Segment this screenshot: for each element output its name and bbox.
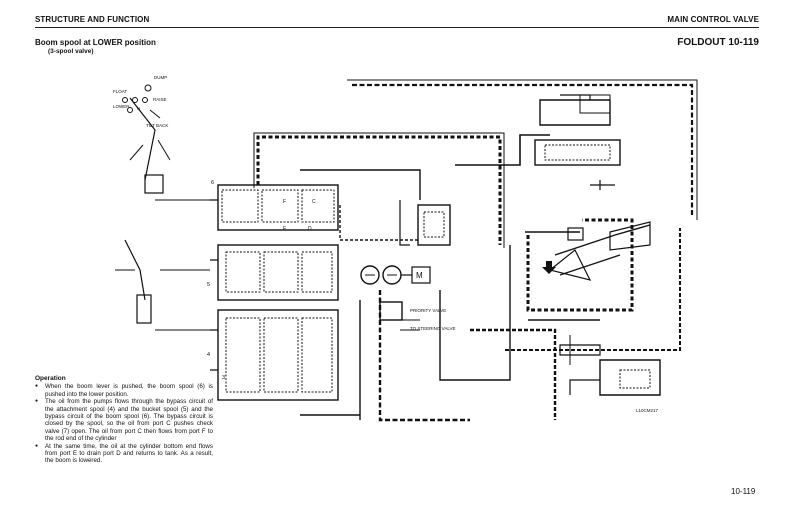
operation-heading: Operation	[35, 375, 66, 382]
port-e-label: E	[283, 226, 287, 232]
operation-list: When the boom lever is pushed, the boom …	[35, 383, 213, 464]
flow-arrow-icon	[542, 261, 556, 274]
callout-3: 3	[222, 375, 225, 381]
port-c-label: C	[312, 199, 316, 205]
header-rule	[35, 27, 759, 28]
port-d-label: D	[308, 226, 312, 232]
operation-item: At the same time, the oil at the cylinde…	[35, 443, 213, 465]
operation-item: When the boom lever is pushed, the boom …	[35, 383, 213, 398]
float-label: FLOAT	[113, 89, 127, 94]
port-f-label: F	[283, 199, 286, 205]
neutral-label: N	[137, 106, 140, 111]
dump-label: DUMP	[154, 75, 167, 80]
page-number: 10-119	[731, 487, 756, 496]
raise-label: RAISE	[153, 97, 167, 102]
priority-valve-label: PRIORITY VALVE	[410, 308, 446, 313]
operation-section: Operation When the boom lever is pushed,…	[35, 375, 213, 465]
drawing-code: L10CM217	[636, 408, 659, 413]
foldout-label: FOLDOUT 10-119	[677, 37, 759, 48]
callout-5: 5	[207, 282, 210, 288]
tilt-back-label: TILT BACK	[146, 123, 168, 128]
lower-label: LOWER	[113, 104, 130, 109]
chapter-header: MAIN CONTROL VALVE	[667, 15, 759, 24]
to-steering-valve-label: TO STEERING VALVE	[410, 326, 456, 331]
callout-4: 4	[207, 352, 210, 358]
section-header: STRUCTURE AND FUNCTION	[35, 15, 150, 24]
diagram-subtitle: (3-spool valve)	[48, 48, 94, 55]
motor-symbol: M	[416, 271, 423, 280]
operation-item: The oil from the pumps flows through the…	[35, 398, 213, 442]
callout-6: 6	[211, 180, 214, 186]
diagram-title: Boom spool at LOWER position	[35, 38, 156, 47]
